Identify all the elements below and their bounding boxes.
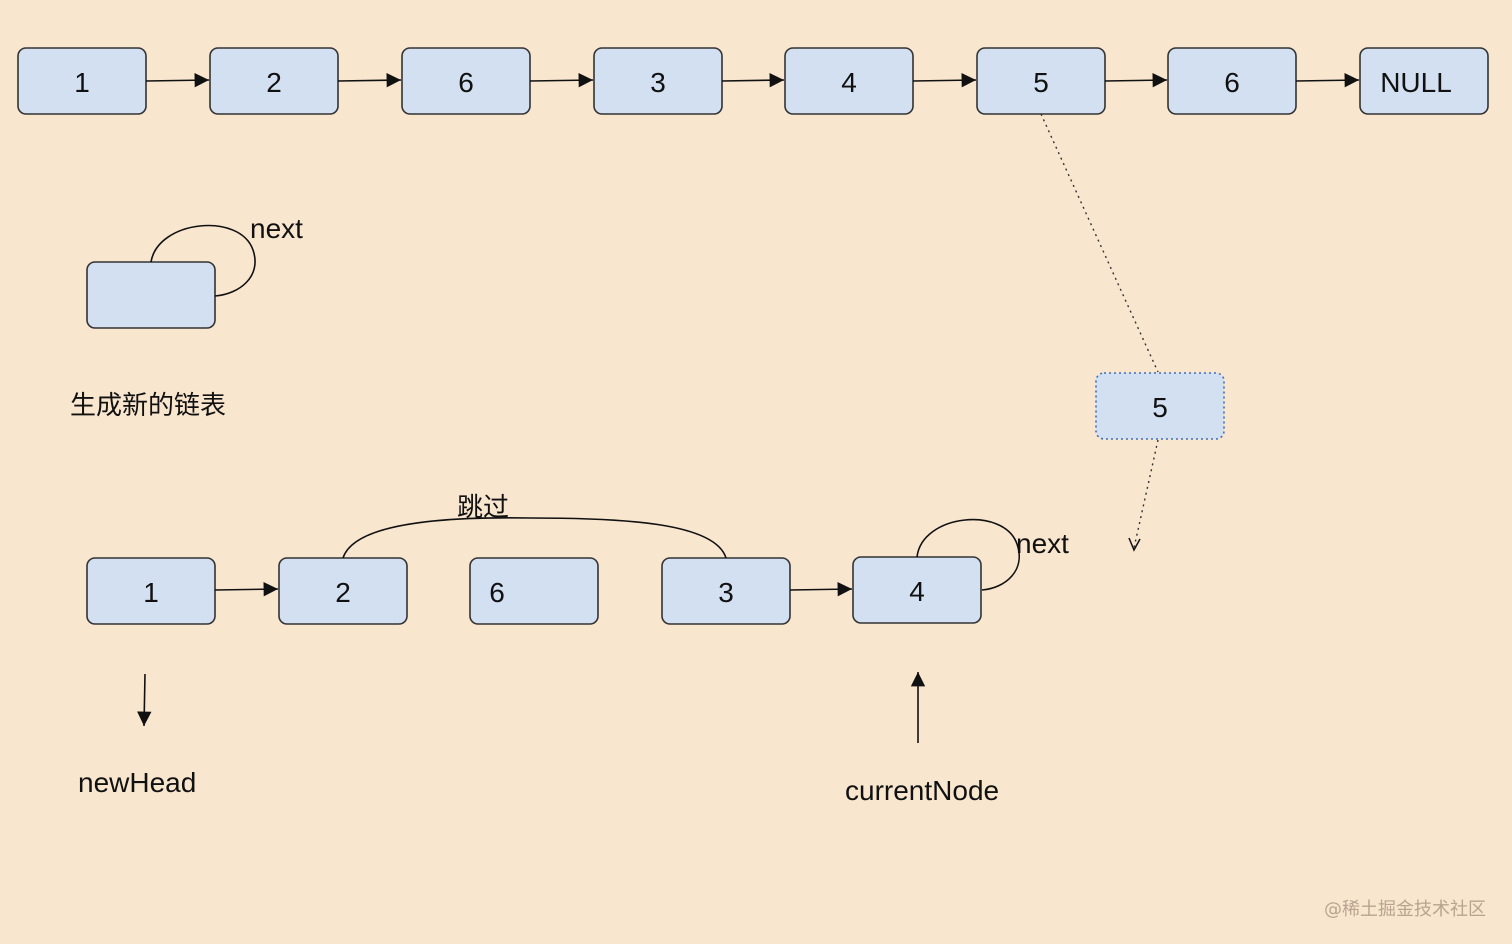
top-arrow-0 xyxy=(145,73,210,88)
top-node-3: 3 xyxy=(593,47,723,115)
top-node-1: 2 xyxy=(209,47,339,115)
top-node-4: 4 xyxy=(784,47,914,115)
bottom-node-4-value: 4 xyxy=(909,576,925,607)
bottom-node-0-value: 1 xyxy=(143,577,159,608)
dotted-connector-top xyxy=(1040,113,1159,373)
legend-node-box xyxy=(86,261,216,329)
top-node-4-value: 4 xyxy=(841,67,857,98)
bottom-node-2: 6 xyxy=(469,557,599,625)
new-head-label: newHead xyxy=(78,767,196,798)
bottom-node-3-value: 3 xyxy=(718,577,734,608)
top-node-0-value: 1 xyxy=(74,67,90,98)
top-node-7-value: NULL xyxy=(1380,67,1452,98)
bottom-node-4: 4 xyxy=(852,556,982,624)
top-node-7: NULL xyxy=(1359,47,1489,115)
skip-arc xyxy=(342,516,727,559)
legend-next-label: next xyxy=(250,213,303,244)
top-node-5: 5 xyxy=(976,47,1106,115)
section-label: 生成新的链表 xyxy=(70,391,226,421)
new-head-pointer: newHead xyxy=(78,673,196,798)
top-node-6: 6 xyxy=(1167,47,1297,115)
top-arrow-5 xyxy=(1104,73,1168,88)
top-node-6-value: 6 xyxy=(1224,67,1240,98)
top-node-2: 6 xyxy=(401,47,531,115)
top-arrow-2 xyxy=(529,73,594,88)
top-node-5-value: 5 xyxy=(1033,67,1049,98)
dotted-connector-bottom xyxy=(1133,439,1159,549)
bottom-arrow-0 xyxy=(214,582,279,597)
skip-label: 跳过 xyxy=(457,493,509,523)
bottom-node-2-box xyxy=(469,557,599,625)
bottom-node-0-box xyxy=(86,557,216,625)
floating-node-box xyxy=(1095,372,1225,440)
current-node-pointer: currentNode xyxy=(845,672,999,806)
new-head-arrow xyxy=(137,673,152,727)
floating-node: 5 xyxy=(1040,113,1225,552)
bottom-node-3: 3 xyxy=(661,557,791,625)
bottom-node-2-value: 6 xyxy=(489,577,505,608)
bottom-node-1: 2 xyxy=(278,557,408,625)
top-arrow-4 xyxy=(912,73,977,88)
top-arrow-6 xyxy=(1295,73,1360,88)
top-node-0: 1 xyxy=(17,47,147,115)
current-node-label: currentNode xyxy=(845,775,999,806)
top-node-1-value: 2 xyxy=(266,67,282,98)
current-next-label: next xyxy=(1016,528,1069,559)
top-node-2-value: 6 xyxy=(458,67,474,98)
bottom-node-0: 1 xyxy=(86,557,216,625)
top-node-3-value: 3 xyxy=(650,67,666,98)
top-arrow-1 xyxy=(337,73,402,88)
legend-node: next xyxy=(86,213,303,329)
top-arrow-3 xyxy=(721,73,785,88)
top-linked-list: 1 2 6 3 4 5 6 NULL xyxy=(17,47,1489,115)
floating-node-value: 5 xyxy=(1152,392,1168,423)
current-self-loop xyxy=(916,518,1020,591)
bottom-arrow-1 xyxy=(789,582,853,597)
bottom-linked-list: 1 2 6 3 4 跳过 next xyxy=(86,493,1069,625)
top-node-7-box xyxy=(1359,47,1489,115)
dotted-arrow-head xyxy=(1128,537,1141,552)
bottom-node-1-value: 2 xyxy=(335,577,351,608)
watermark: @稀土掘金技术社区 xyxy=(1324,899,1486,920)
legend-self-loop xyxy=(150,224,256,297)
